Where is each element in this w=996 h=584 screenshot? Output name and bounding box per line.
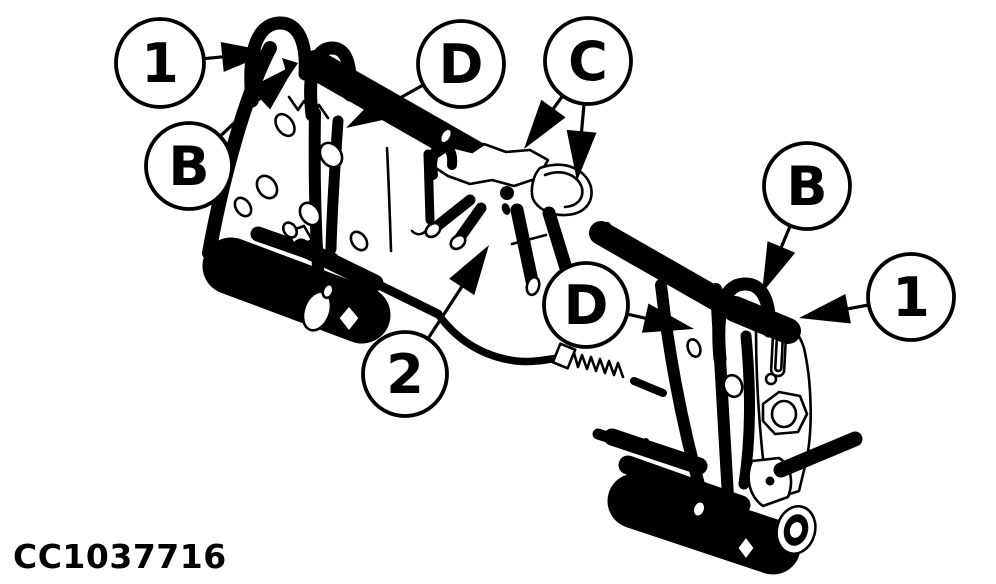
plate-small-hole: [764, 372, 778, 386]
plate-hole: [233, 196, 253, 218]
rivet-dot: [657, 446, 663, 452]
hex-boss-bore: [770, 399, 798, 429]
leader-arrowhead: [524, 99, 566, 149]
plate-hole: [255, 174, 279, 200]
diamond-cutout: [336, 303, 362, 334]
cable-ferrule: [551, 342, 577, 370]
callout-label-d: D: [564, 274, 609, 337]
plate-hole: [318, 141, 344, 169]
latch-pivot-pin: [501, 203, 511, 215]
latch-strap: [510, 233, 548, 246]
callout-label-d: D: [439, 33, 484, 96]
roller-end-bore: [789, 522, 803, 538]
callout-label-c: C: [568, 30, 608, 93]
link-tube-open-end: [594, 221, 612, 243]
small-oval-hole: [321, 282, 335, 300]
callout-balloon-b: [762, 141, 852, 231]
leader-arrowhead: [249, 64, 296, 110]
hanging-pin-hook: [410, 218, 432, 236]
callout-balloon-d: [416, 19, 506, 109]
rivet-dot: [643, 438, 649, 444]
leader-arrowhead: [346, 90, 397, 128]
plate-hole: [349, 230, 369, 252]
callout-balloon-1: [114, 17, 206, 109]
callout-balloon-2: [361, 330, 449, 418]
leader-arrowhead: [566, 129, 597, 181]
latch-top-plate: [426, 142, 550, 188]
callout-label-b: B: [786, 155, 827, 218]
latch-finger-foot: [525, 275, 541, 297]
callout-label-1: 1: [892, 266, 930, 329]
callout-balloon-d: [542, 261, 630, 349]
hex-boss: [761, 390, 809, 436]
callout-label-1: 1: [141, 32, 179, 95]
plate-hole: [274, 112, 296, 138]
small-oval-hole: [691, 499, 707, 519]
plate-hole: [298, 201, 322, 227]
latch-cable: [434, 310, 667, 397]
leader-arrowhead: [220, 41, 272, 72]
latch-cam-inner: [543, 171, 584, 209]
plate-hole: [281, 221, 299, 239]
spring: [572, 351, 625, 379]
figure-code: CC1037716: [13, 537, 227, 576]
callout-balloon-1: [866, 252, 956, 342]
leader-arrowhead: [449, 245, 489, 296]
leader-arrowhead: [641, 303, 694, 333]
latch-pivot-bolt: [500, 186, 514, 200]
leader-line: [426, 275, 470, 340]
latch-spring-zigzag: [287, 95, 330, 120]
callout-balloon-c: [543, 16, 633, 106]
callout-label-b: B: [168, 135, 209, 198]
left-plate-edge: [385, 146, 393, 253]
latch-arm-foot: [424, 221, 442, 239]
plate-hole: [686, 337, 702, 359]
plate-hole: [722, 373, 744, 399]
callout-label-2: 2: [386, 343, 424, 406]
leader-arrowhead: [799, 294, 851, 324]
left-bracket: [202, 16, 492, 344]
callout-balloon-b: [144, 121, 234, 211]
right-bracket: [592, 277, 863, 575]
leader-arrowhead: [762, 241, 796, 293]
handle-bolt: [765, 476, 775, 486]
upper-link-tube: [589, 221, 732, 313]
diamond-cutout: [735, 534, 757, 562]
latch-arm-foot: [449, 233, 467, 251]
